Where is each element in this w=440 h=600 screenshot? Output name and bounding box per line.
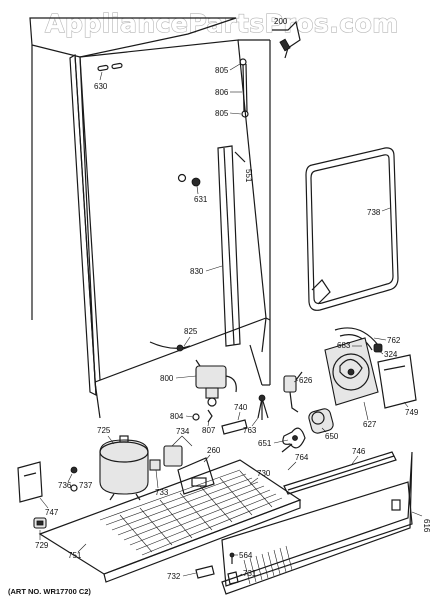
cabinet-drawing <box>29 17 301 419</box>
callout-729: 729 <box>35 541 49 550</box>
callout-730: 730 <box>257 469 271 478</box>
callout-725: 725 <box>97 426 111 435</box>
art-number-footer: (ART NO. WR17700 C2) <box>8 587 91 596</box>
callout-749: 749 <box>405 408 419 417</box>
compressor-drawing <box>99 435 149 501</box>
condenser-fan-drawing <box>281 408 334 453</box>
callout-627: 627 <box>363 420 377 429</box>
callout-806: 806 <box>215 88 229 97</box>
left-side-parts-drawing <box>17 461 78 529</box>
callout-740: 740 <box>234 403 248 412</box>
rear-panel-drawing <box>195 451 413 595</box>
callout-683: 683 <box>337 341 351 350</box>
relay-overload-drawing <box>149 445 215 495</box>
callout-737: 737 <box>79 481 93 490</box>
callout-630: 630 <box>94 82 108 91</box>
callout-labels: 200 630 805 806 805 551 631 738 830 825 … <box>35 17 431 581</box>
callout-830: 830 <box>190 267 204 276</box>
callout-747: 747 <box>45 508 59 517</box>
callout-651: 651 <box>258 439 272 448</box>
callout-825: 825 <box>184 327 198 336</box>
defrost-timer-drawing <box>283 371 303 413</box>
callout-650: 650 <box>325 432 339 441</box>
callout-616: 616 <box>422 519 431 533</box>
callout-626: 626 <box>299 376 313 385</box>
condenser-base-drawing <box>38 459 302 583</box>
callout-734: 734 <box>176 427 190 436</box>
callout-807: 807 <box>202 426 216 435</box>
callout-731: 731 <box>243 569 257 578</box>
callout-631: 631 <box>194 195 208 204</box>
callout-764: 764 <box>295 453 309 462</box>
water-valve-drawing <box>195 359 237 407</box>
evaporator-fan-assembly-drawing <box>324 327 417 409</box>
callout-732: 732 <box>167 572 181 581</box>
callout-751: 751 <box>68 551 82 560</box>
bracket-parts-drawing <box>221 394 269 435</box>
callout-805-bottom: 805 <box>215 109 229 118</box>
callout-200: 200 <box>274 17 288 26</box>
callout-762: 762 <box>387 336 401 345</box>
callout-738: 738 <box>367 208 381 217</box>
callout-551: 551 <box>244 169 253 183</box>
callout-804: 804 <box>170 412 184 421</box>
watermark-text: AppliancePartsPros.com <box>45 9 399 38</box>
callout-736: 736 <box>58 481 72 490</box>
gasket-drawing <box>305 147 399 311</box>
callout-805-top: 805 <box>215 66 229 75</box>
callout-746: 746 <box>352 447 366 456</box>
callout-564: 564 <box>239 551 253 560</box>
callout-800: 800 <box>160 374 174 383</box>
callout-324: 324 <box>384 350 398 359</box>
callout-763: 763 <box>243 426 257 435</box>
callout-260: 260 <box>207 446 221 455</box>
callout-733: 733 <box>155 488 169 497</box>
